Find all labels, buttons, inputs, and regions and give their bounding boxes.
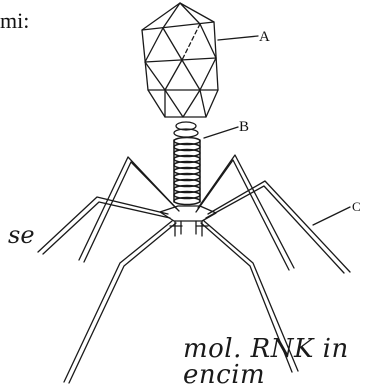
phage-tail-sheath	[174, 138, 200, 205]
label-b: B	[239, 120, 249, 135]
heading-text: mi:	[0, 10, 29, 32]
phage-head	[142, 3, 218, 117]
label-c-leader	[313, 207, 350, 225]
label-c: C	[352, 200, 361, 213]
label-b-leader	[204, 127, 238, 138]
handwritten-note-bottom: mol. RNK in encim	[183, 336, 374, 388]
label-a: A	[259, 30, 270, 45]
phage-base-plate	[160, 206, 216, 236]
phage-collar	[174, 122, 198, 137]
handwritten-note-left: se	[8, 223, 35, 247]
label-a-leader	[218, 36, 258, 40]
